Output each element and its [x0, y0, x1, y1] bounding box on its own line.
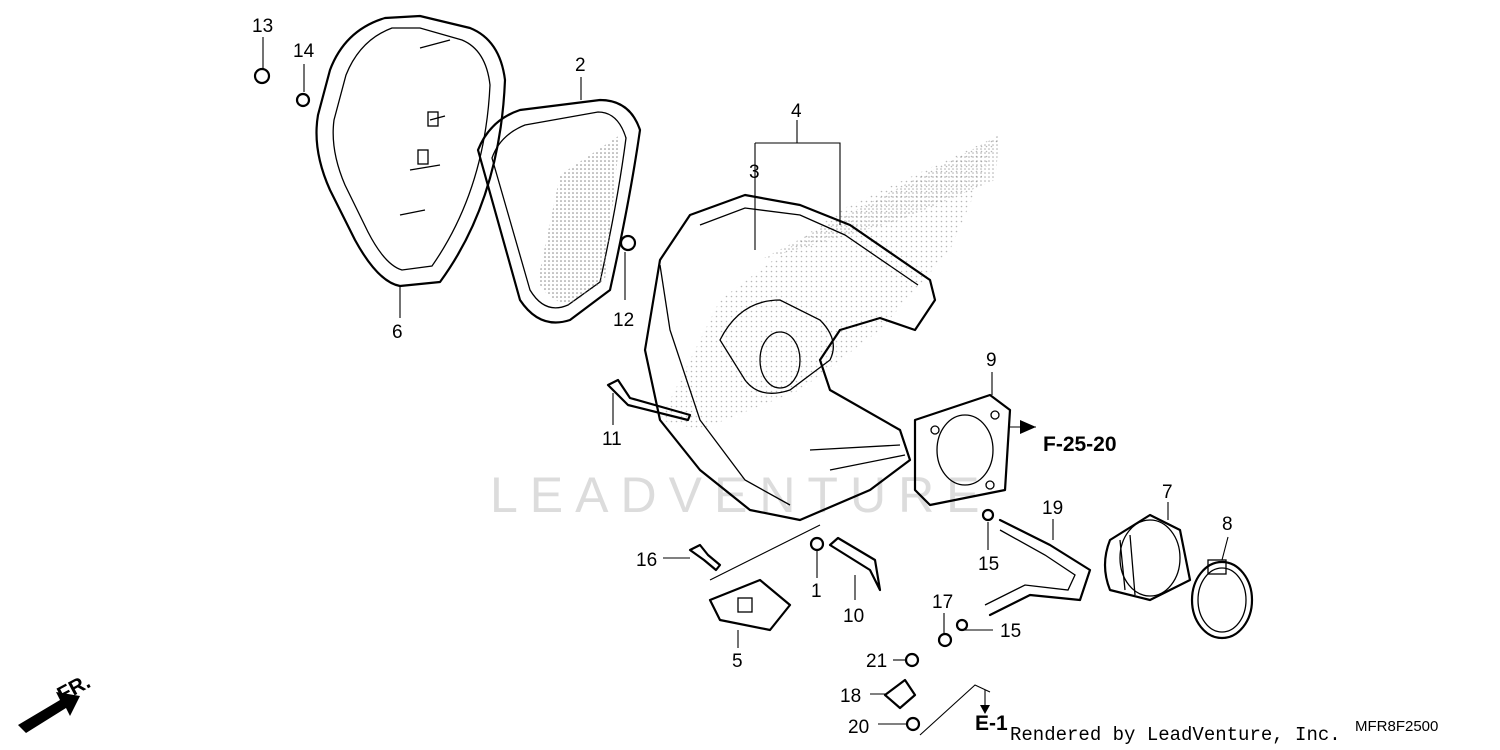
- screw-part-13: [253, 67, 271, 85]
- bolt-part-12: [619, 234, 637, 252]
- callout-15-lower: 15: [1000, 621, 1021, 642]
- callout-17: 17: [932, 592, 953, 613]
- bracket-slot: [737, 597, 753, 613]
- drain-plug-part-10: [828, 536, 882, 592]
- ref-f-25-20: F-25-20: [1043, 433, 1117, 456]
- callout-1: 1: [811, 581, 822, 602]
- callout-10: 10: [843, 606, 864, 627]
- callout-4: 4: [791, 101, 802, 122]
- front-direction-arrow: [18, 692, 80, 733]
- hose-part-18: [883, 678, 917, 710]
- callout-11: 11: [602, 429, 622, 450]
- leader-lines: [262, 37, 1229, 736]
- screw-part-16: [688, 543, 722, 572]
- clip-part-20: [905, 716, 921, 732]
- callout-8: 8: [1222, 514, 1233, 535]
- callout-19: 19: [1042, 498, 1063, 519]
- clip-part-15-upper: [981, 508, 995, 522]
- callout-7: 7: [1162, 482, 1173, 503]
- clip-part-15-lower: [955, 618, 969, 632]
- callout-3: 3: [749, 162, 760, 183]
- callout-5: 5: [732, 651, 743, 672]
- background-wing-watermark: [660, 135, 1000, 430]
- callout-15-upper: 15: [978, 554, 999, 575]
- clip-part-21: [904, 652, 920, 668]
- callout-21: 21: [866, 651, 887, 672]
- callout-2: 2: [575, 55, 586, 76]
- credit-text: Rendered by LeadVenture, Inc.: [1010, 724, 1341, 746]
- clip-part-1: [809, 536, 825, 552]
- air-cleaner-case-part-3: [643, 193, 937, 522]
- air-cleaner-cover-part-6: [315, 14, 507, 288]
- callout-numbers: 1 2 3 4 5 6 7 8 9 10 11 12 13 14 15 15 1…: [252, 16, 1233, 738]
- air-cleaner-element-part-2: [476, 98, 642, 324]
- joint-plate-part-9: [913, 393, 1012, 507]
- fitting-part-17: [937, 632, 953, 648]
- callout-16: 16: [636, 550, 657, 571]
- connecting-tube-part-7: [1103, 513, 1192, 602]
- band-clamp-part-8: [1190, 559, 1254, 640]
- callout-18: 18: [840, 686, 861, 707]
- drain-tube-part-19: [984, 518, 1092, 617]
- watermark-text: LEADVENTURE: [490, 467, 992, 523]
- washer-part-14: [295, 92, 311, 108]
- callout-6: 6: [392, 322, 403, 343]
- callout-20: 20: [848, 717, 869, 738]
- callout-12: 12: [613, 310, 634, 331]
- diagram-code: MFR8F2500: [1355, 718, 1438, 735]
- callout-9: 9: [986, 350, 997, 371]
- bracket-part-5: [708, 578, 792, 632]
- ref-e-1: E-1: [975, 712, 1008, 735]
- ref-arrow-f25: [1020, 420, 1036, 434]
- callout-13: 13: [252, 16, 273, 37]
- bolt-part-11: [606, 378, 692, 422]
- callout-14: 14: [293, 41, 315, 62]
